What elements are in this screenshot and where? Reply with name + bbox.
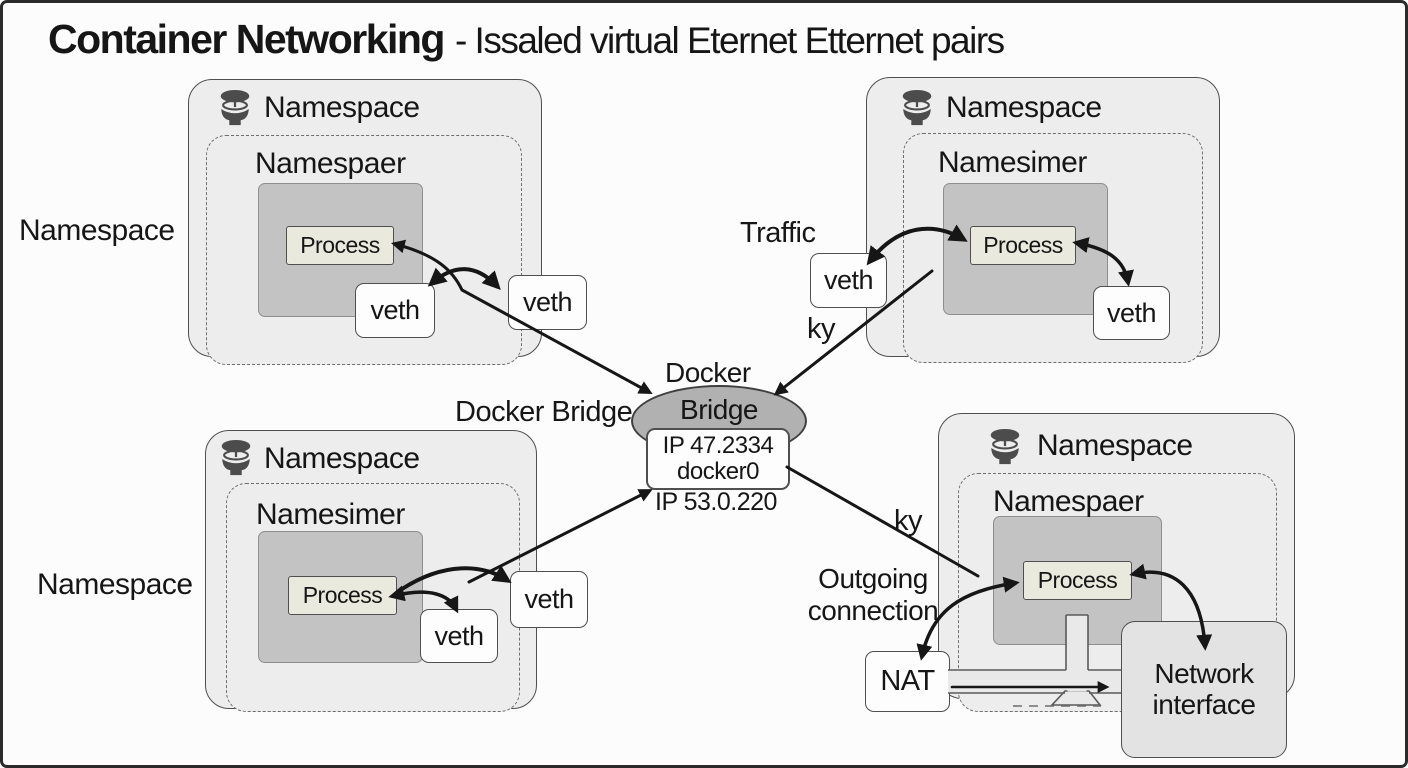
outside-label-top-left: Namespace (19, 214, 175, 247)
bridge-label: Bridge (680, 394, 758, 425)
namespace-icon (220, 89, 250, 126)
network-interface-line1: Network (1154, 657, 1254, 689)
process-box: Process (286, 226, 394, 265)
inner-namespace-title: Namesimer (938, 146, 1087, 179)
namespace-icon (990, 428, 1020, 465)
inner-namespace-title: Namesimer (256, 498, 405, 531)
veth-box: veth (420, 609, 498, 663)
bridge-ip-line1: IP 47.2334 (662, 432, 774, 460)
bridge-ip-box: IP 47.2334 docker0 (646, 428, 790, 490)
outgoing-connection-label: Outgoing connection (807, 563, 939, 627)
page-title-main: Container Networking (48, 16, 445, 62)
inner-namespace-title: Namespaer (255, 147, 406, 180)
process-box: Process (288, 576, 397, 615)
bridge-ip-line2: docker0 (677, 458, 759, 485)
namespace-box-title: Namespace (264, 91, 420, 124)
bridge-ip-below: IP 53.0.220 (655, 488, 777, 516)
docker-bridge-side-label: Docker Bridge (455, 396, 633, 428)
page-title-sub: - Issaled virtual Eternet Etternet pairs (454, 20, 1005, 61)
veth-box: veth (1093, 286, 1170, 340)
namespace-box-title: Namespace (1037, 429, 1193, 462)
namespace-icon (221, 439, 251, 476)
veth-box: veth (810, 253, 887, 308)
traffic-label: Traffic (740, 217, 816, 249)
page-title: Container Networking - Issaled virtual E… (48, 16, 1005, 63)
docker-label: Docker (665, 357, 751, 388)
network-interface-box: Network interface (1121, 621, 1287, 758)
veth-box: veth (508, 275, 587, 330)
namespace-icon (902, 89, 932, 126)
nat-box: NAT (865, 651, 950, 712)
process-box: Process (970, 226, 1076, 265)
namespace-box-title: Namespace (264, 442, 420, 475)
veth-box: veth (355, 283, 435, 338)
ky-label-top: ky (807, 313, 836, 345)
namespace-box-title: Namespace (946, 91, 1102, 124)
veth-box: veth (510, 571, 588, 628)
process-box: Process (1023, 561, 1132, 600)
network-interface-line2: interface (1152, 688, 1256, 720)
inner-namespace-title: Namespaer (993, 485, 1144, 518)
outside-label-bottom-left: Namespace (37, 568, 193, 601)
ky-label-bottom: ky (894, 505, 923, 537)
